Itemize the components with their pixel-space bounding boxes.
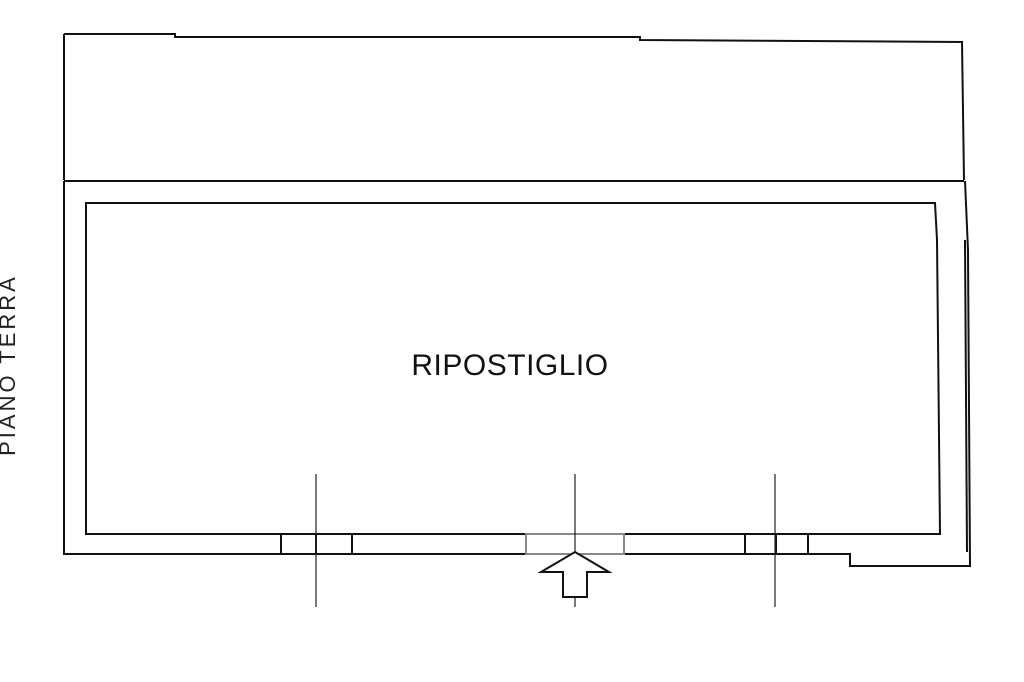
room-label: RIPOSTIGLIO (411, 349, 609, 382)
outer-wall (63, 180, 972, 567)
upper-strip-outline (64, 33, 965, 181)
side-label: PIANO TERRA (0, 274, 20, 456)
inner-room-outline (85, 202, 942, 535)
entrance-arrow-icon (537, 550, 613, 598)
inner-right-wall-accent (964, 239, 968, 553)
